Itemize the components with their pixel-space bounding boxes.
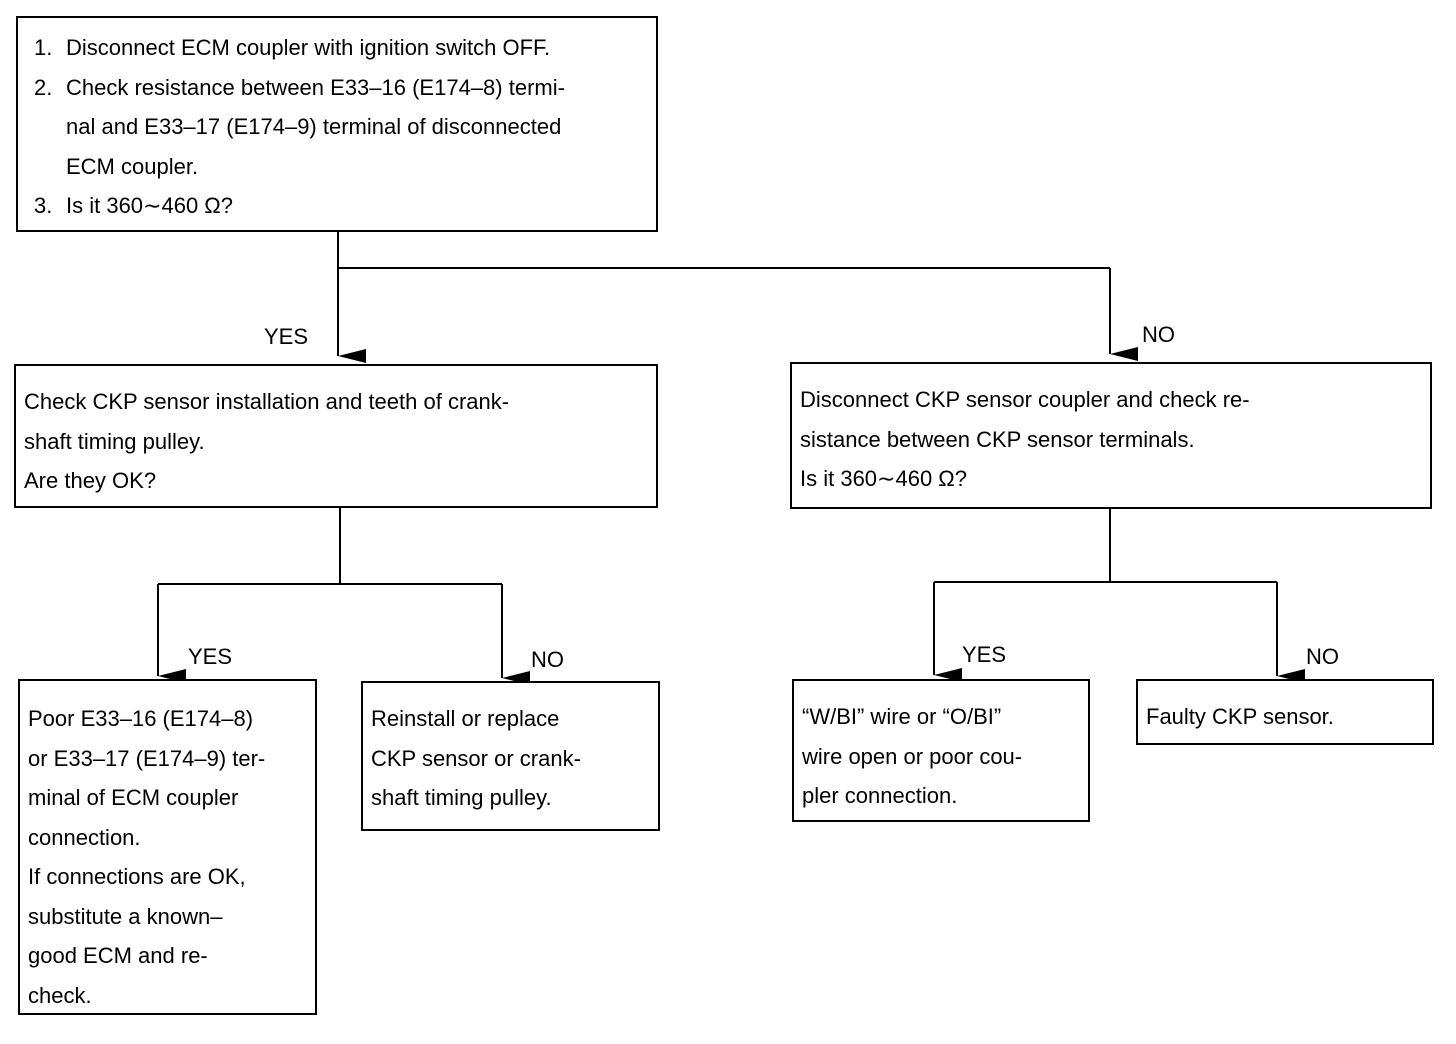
label-yes-install: YES (188, 644, 233, 669)
label-yes-main: YES (264, 324, 309, 349)
step-1-number: 1. (34, 35, 53, 60)
step-2-text-line-2: nal and E33–17 (E174–9) terminal of disc… (66, 114, 562, 139)
check-ckp-installation-line-2: shaft timing pulley. (24, 428, 205, 454)
result-poor-terminal-line-2: or E33–17 (E174–9) ter- (28, 745, 266, 771)
result-wire-open-line-1: “W/BI” wire or “O/BI” (802, 704, 1002, 729)
step-3-text: Is it 360∼460 Ω? (66, 193, 233, 218)
result-poor-terminal-line-1: Poor E33–16 (E174–8) (28, 706, 254, 731)
result-faulty-sensor-box: Faulty CKP sensor. (1136, 679, 1434, 745)
step-2: 2. Check resistance between E33–16 (E174–… (26, 68, 656, 108)
result-wire-open-line-3: pler connection. (802, 783, 958, 808)
result-faulty-sensor-line-1: Faulty CKP sensor. (1146, 704, 1334, 729)
step-2-text-line-1: Check resistance between E33–16 (E174–8)… (66, 74, 565, 100)
label-yes-resistance: YES (962, 642, 1007, 667)
result-poor-terminal-line-3: minal of ECM coupler (28, 785, 239, 810)
check-ckp-resistance-line-3: Is it 360∼460 Ω? (800, 466, 967, 491)
result-reinstall-line-3: shaft timing pulley. (371, 785, 552, 810)
step-2-continuation: ECM coupler. (26, 147, 656, 187)
step-2-number: 2. (34, 74, 53, 100)
label-no-install: NO (531, 647, 564, 672)
result-reinstall-line-1: Reinstall or replace (371, 706, 560, 731)
check-ckp-resistance-box: Disconnect CKP sensor coupler and check … (790, 362, 1432, 509)
check-ckp-installation-line-3: Are they OK? (24, 468, 157, 493)
start-step-box: 1. Disconnect ECM coupler with ignition s… (16, 16, 658, 232)
check-ckp-resistance-line-2: sistance between CKP sensor terminals. (800, 426, 1195, 452)
result-poor-terminal-line-8: check. (28, 982, 92, 1008)
step-3-number: 3. (34, 193, 53, 218)
result-poor-terminal-line-7: good ECM and re- (28, 943, 208, 968)
check-ckp-installation-line-1: Check CKP sensor installation and teeth … (24, 389, 510, 414)
result-wire-open-line-2: wire open or poor cou- (802, 743, 1023, 769)
label-no-main: NO (1142, 322, 1175, 347)
label-no-resistance: NO (1306, 644, 1339, 669)
check-ckp-resistance-line-1: Disconnect CKP sensor coupler and check … (800, 387, 1250, 412)
result-poor-terminal-line-6: substitute a known– (28, 903, 223, 929)
result-poor-terminal-line-4: connection. (28, 824, 141, 850)
step-1-text: Disconnect ECM coupler with ignition swi… (66, 35, 551, 60)
result-reinstall-box: Reinstall or replace CKP sensor or crank… (361, 681, 660, 831)
result-wire-open-box: “W/BI” wire or “O/BI” wire open or poor … (792, 679, 1090, 822)
check-ckp-installation-box: Check CKP sensor installation and teeth … (14, 364, 658, 508)
step-2-text-line-3: ECM coupler. (66, 153, 199, 179)
result-reinstall-line-2: CKP sensor or crank- (371, 745, 581, 771)
result-poor-terminal-line-5: If connections are OK, (28, 864, 246, 889)
step-1: 1. Disconnect ECM coupler with ignition s… (26, 28, 656, 68)
result-poor-terminal-box: Poor E33–16 (E174–8) or E33–17 (E174–9) … (18, 679, 317, 1015)
step-3: 3. Is it 360∼460 Ω? (26, 186, 656, 226)
step-2-continuation: nal and E33–17 (E174–9) terminal of disc… (26, 107, 656, 147)
